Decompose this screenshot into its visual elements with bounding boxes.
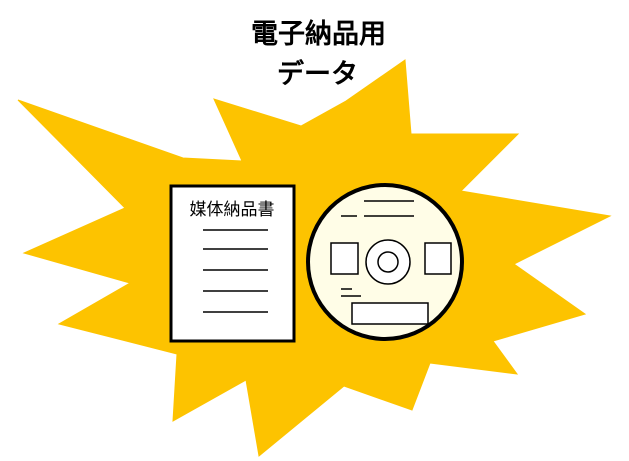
document-label: 媒体納品書: [190, 200, 275, 220]
document-icon: 媒体納品書: [169, 184, 296, 343]
title-line-1: 電子納品用: [251, 19, 386, 50]
title-line-2: データ: [277, 59, 358, 90]
disc-icon: [306, 183, 464, 341]
